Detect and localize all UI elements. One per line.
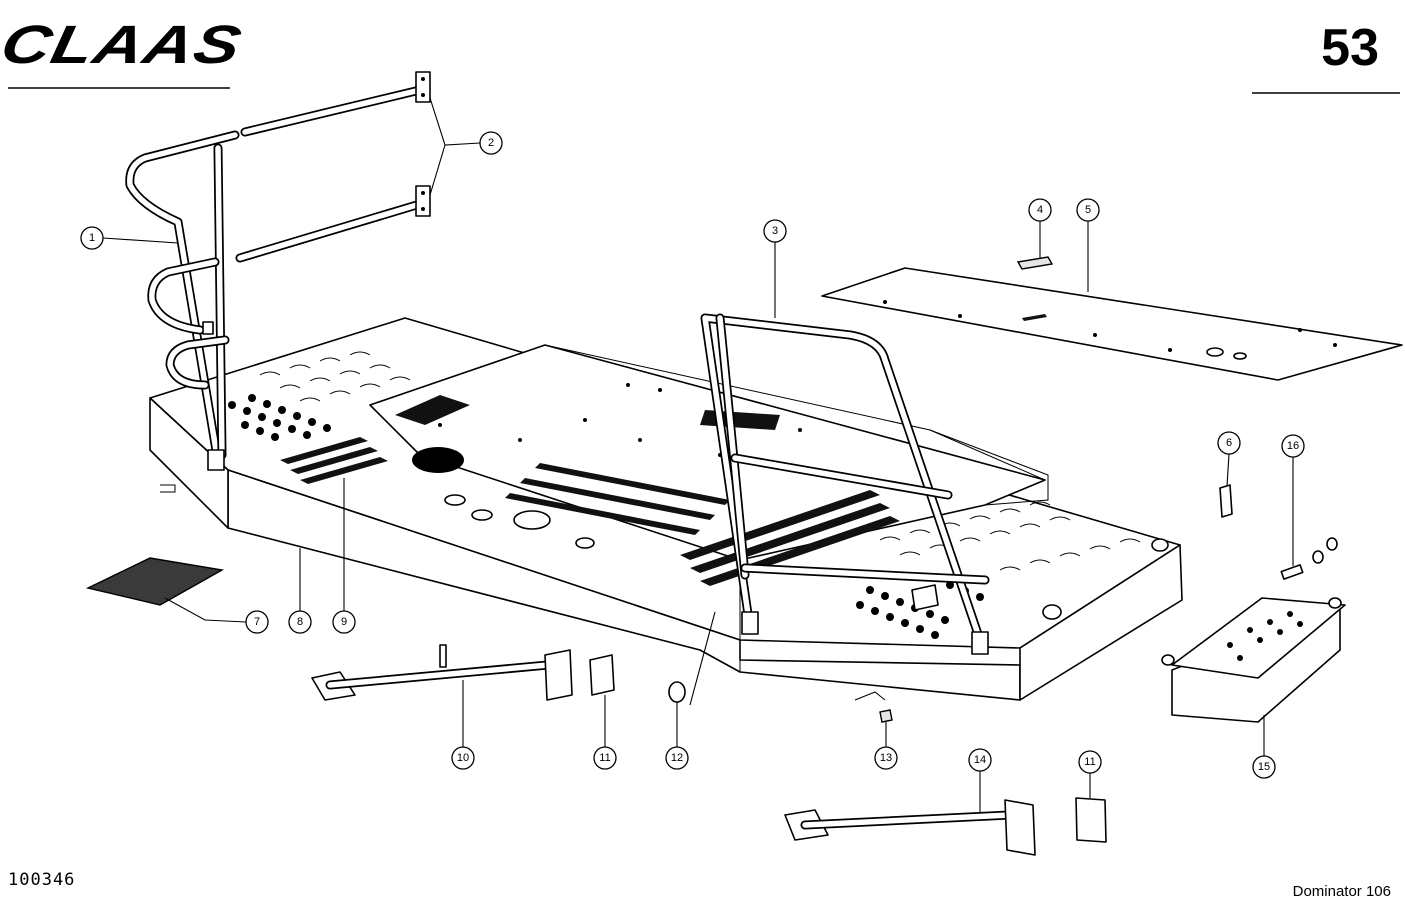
- callout-2: 2: [479, 131, 503, 155]
- callout-5: 5: [1076, 198, 1100, 222]
- svg-text:2: 2: [488, 137, 494, 149]
- nut: [879, 709, 893, 723]
- callout-13: 13: [874, 746, 898, 770]
- washer: [668, 681, 686, 703]
- right-handrail: [700, 313, 990, 655]
- top-plate: [821, 256, 1403, 381]
- support-arm-right: [784, 799, 1036, 856]
- right-perforated-section: [856, 501, 1169, 639]
- svg-text:1: 1: [89, 232, 95, 244]
- cover-plate: [1016, 256, 1054, 270]
- svg-text:6: 6: [1226, 437, 1232, 449]
- svg-text:8: 8: [297, 616, 303, 628]
- drawing-number: 100346: [8, 870, 76, 890]
- callout-14: 14: [968, 748, 992, 772]
- callout-3: 3: [763, 219, 787, 243]
- mesh-pad: [85, 557, 225, 606]
- svg-text:11: 11: [1084, 756, 1095, 768]
- callout-11a: 11: [593, 746, 617, 770]
- support-arm-left: [311, 644, 573, 701]
- cross-bars: [235, 71, 431, 263]
- callout-8: 8: [288, 610, 312, 634]
- step-box: [1161, 597, 1346, 723]
- bolt-set: [1280, 537, 1338, 580]
- callout-4: 4: [1028, 198, 1052, 222]
- small-bracket: [1219, 484, 1233, 518]
- callout-11b: 11: [1078, 750, 1102, 774]
- callout-6: 6: [1217, 431, 1241, 455]
- svg-text:15: 15: [1258, 761, 1270, 773]
- left-handrail: [125, 130, 240, 471]
- svg-text:5: 5: [1085, 204, 1091, 216]
- callout-9: 9: [332, 610, 356, 634]
- callout-7: 7: [245, 610, 269, 634]
- callout-16: 16: [1281, 434, 1305, 458]
- callout-10: 10: [451, 746, 475, 770]
- leader-lines: [102, 97, 1294, 812]
- page-number: 53: [1321, 19, 1379, 77]
- svg-text:13: 13: [880, 752, 892, 764]
- svg-text:14: 14: [974, 754, 986, 766]
- pad-left: [589, 654, 615, 696]
- svg-text:12: 12: [671, 752, 683, 764]
- svg-text:9: 9: [341, 616, 347, 628]
- callout-15: 15: [1252, 755, 1276, 779]
- left-perforated-section: [228, 351, 470, 441]
- callout-1: 1: [80, 226, 104, 250]
- svg-text:16: 16: [1287, 440, 1299, 452]
- pad-right: [1075, 797, 1107, 843]
- svg-text:11: 11: [599, 752, 610, 764]
- svg-text:4: 4: [1037, 204, 1043, 216]
- svg-text:7: 7: [254, 616, 260, 628]
- svg-text:3: 3: [772, 225, 778, 237]
- model-name: Dominator 106: [1292, 883, 1391, 900]
- svg-text:10: 10: [457, 752, 469, 764]
- callout-12: 12: [665, 746, 689, 770]
